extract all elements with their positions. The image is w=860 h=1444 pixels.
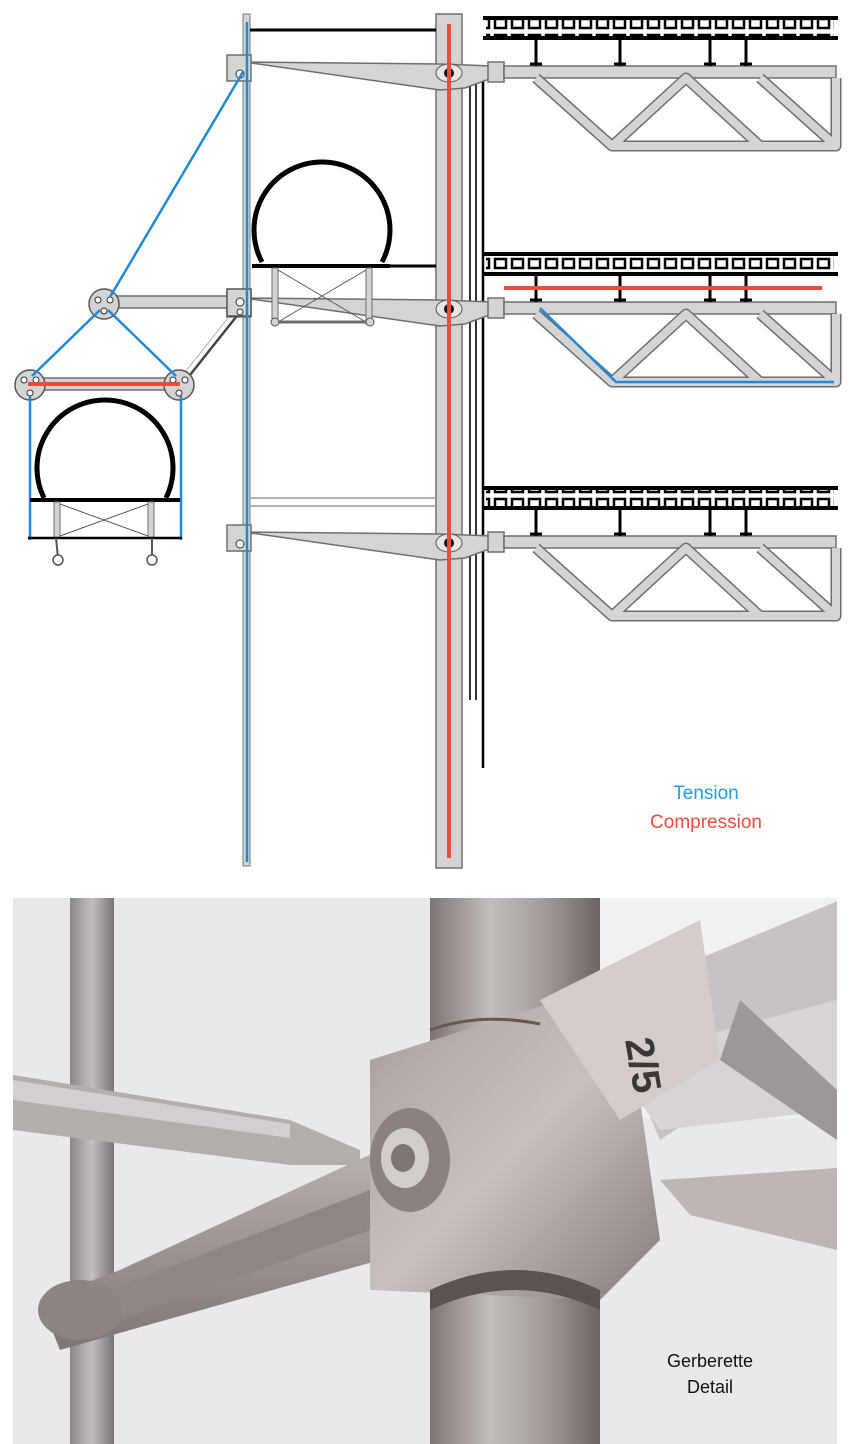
upper-duct-module xyxy=(251,159,393,327)
photo-caption-line1: Gerberette xyxy=(666,1351,754,1371)
legend-compression-label: Compression xyxy=(650,812,762,833)
secondary-columns xyxy=(469,70,485,768)
photo-caption-line2: Detail xyxy=(686,1377,734,1397)
deck-2 xyxy=(483,252,838,302)
gerberette-1 xyxy=(226,54,837,91)
tension-lines xyxy=(28,22,834,862)
legend-tension-label: Tension xyxy=(673,783,739,804)
photo-caption: Gerberette Detail xyxy=(640,1348,780,1400)
lower-duct-module xyxy=(28,397,182,566)
deck-1 xyxy=(483,16,838,66)
truss-3 xyxy=(532,542,842,622)
photo-stamp-text: 2/5 xyxy=(616,1034,669,1096)
floor-decks xyxy=(483,16,838,536)
compression-lines xyxy=(28,24,822,858)
truss-1 xyxy=(532,72,842,152)
deck-3 xyxy=(483,486,838,536)
gerberette-3 xyxy=(226,524,837,561)
structural-diagram xyxy=(14,13,842,869)
